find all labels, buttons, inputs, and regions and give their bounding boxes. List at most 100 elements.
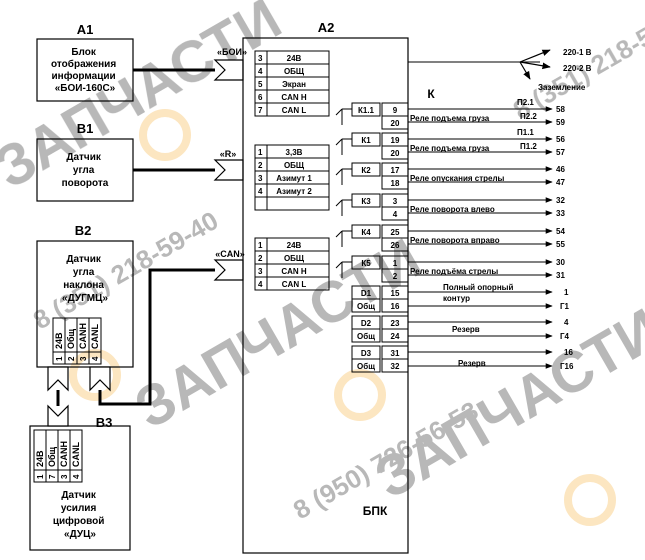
boi-table bbox=[254, 50, 330, 117]
unit-a2-name: БПК bbox=[363, 504, 388, 518]
output-pin: 16 bbox=[391, 302, 400, 311]
relay-name: К2 bbox=[361, 166, 371, 175]
relay-name: К4 bbox=[361, 228, 371, 237]
output-common-box bbox=[351, 328, 381, 343]
relay-output-terminal: 47 bbox=[556, 178, 565, 187]
unit-b2-box bbox=[36, 240, 134, 368]
output-pin: 32 bbox=[391, 362, 400, 371]
r-pin-label: ОБЩ bbox=[284, 161, 305, 170]
output-common: Общ bbox=[357, 302, 375, 311]
relay-output-terminal: 54 bbox=[556, 227, 565, 236]
relay-tag: П2.2 bbox=[520, 112, 537, 121]
unit-a1: А1 Блок отображения информации «БОИ-160С… bbox=[36, 22, 134, 102]
power-arrow-1 bbox=[519, 49, 551, 63]
harness bbox=[56, 68, 215, 406]
relay-pin: 3 bbox=[393, 197, 398, 206]
boi-pin-label: CAN H bbox=[281, 93, 307, 102]
wire-b2-can bbox=[98, 268, 215, 406]
boi-pin-label: Экран bbox=[282, 80, 306, 89]
unit-b1-id: В1 bbox=[77, 121, 94, 136]
connector-b2-right bbox=[89, 366, 111, 392]
connector-b2-left bbox=[47, 366, 69, 392]
boi-pin-label: CAN L bbox=[282, 106, 307, 115]
r-pin-label: 3,3В bbox=[286, 148, 303, 157]
relay-name: К3 bbox=[361, 197, 371, 206]
relay-pin: 18 bbox=[391, 179, 400, 188]
connector-can-label: «CAN» bbox=[215, 249, 245, 259]
relay-output-terminal: 33 bbox=[556, 209, 565, 218]
can-pin-number: 2 bbox=[258, 254, 263, 263]
r-pin-label: Азимут 2 bbox=[276, 187, 312, 196]
relay-output-terminal: 58 bbox=[556, 105, 565, 114]
relay-description: Реле поворота вправо bbox=[410, 236, 500, 245]
can-pin-label: CAN H bbox=[281, 267, 307, 276]
relay-output-terminal: 59 bbox=[556, 118, 565, 127]
relay-pin: 26 bbox=[391, 241, 400, 250]
relay-pin: 19 bbox=[391, 136, 400, 145]
r-pin-number: 1 bbox=[258, 148, 263, 157]
pin-number: 4 bbox=[91, 356, 100, 361]
unit-b3-title: Датчик усилия цифровой «ДУЦ» bbox=[53, 490, 107, 540]
output-name: D1 bbox=[361, 289, 372, 298]
ground-arrow bbox=[519, 61, 531, 80]
r-table bbox=[254, 144, 330, 211]
can-pin-number: 3 bbox=[258, 267, 263, 276]
ground-label: Заземление bbox=[538, 83, 586, 92]
power-v2: 220-2 В bbox=[563, 64, 592, 73]
connector-boi-label: «БОИ» bbox=[217, 47, 247, 57]
can-pin-label: CAN L bbox=[282, 280, 307, 289]
relay-output-terminal: 30 bbox=[556, 258, 565, 267]
can-pin-number: 1 bbox=[258, 241, 263, 250]
boi-pin-number: 4 bbox=[258, 67, 263, 76]
relay-pin: 1 bbox=[393, 259, 398, 268]
relay-output-terminal: 55 bbox=[556, 240, 565, 249]
output-terminal: Г4 bbox=[560, 332, 570, 341]
output-description: Резерв bbox=[458, 359, 486, 368]
connector-r-label: «R» bbox=[220, 149, 237, 159]
can-pin-number: 4 bbox=[258, 280, 263, 289]
watermark-logo bbox=[139, 109, 191, 161]
pin-label: 24В bbox=[54, 332, 64, 349]
r-pin-number: 4 bbox=[258, 187, 263, 196]
a2-connectors: «БОИ» «R» «CAN» bbox=[213, 47, 247, 281]
relay-pin: 2 bbox=[393, 272, 398, 281]
boi-pin-label: ОБЩ bbox=[284, 67, 305, 76]
watermark-logo bbox=[69, 349, 121, 401]
output-terminal: Г16 bbox=[560, 362, 574, 371]
unit-b2: В2 Датчик угла наклона «ДУГМЦ» 24В1Общ2C… bbox=[36, 223, 134, 392]
pin-label: CANH bbox=[78, 323, 88, 349]
power-arrow-2 bbox=[519, 61, 551, 70]
output-pin: 15 bbox=[391, 289, 400, 298]
connector-b3 bbox=[47, 404, 69, 427]
r-pin-number: 3 bbox=[258, 174, 263, 183]
output-common: Общ bbox=[357, 362, 375, 371]
unit-a2-id: А2 bbox=[318, 20, 335, 35]
pin-number: 3 bbox=[60, 474, 69, 479]
boi-pin-number: 5 bbox=[258, 80, 263, 89]
r-pin-label: Азимут 1 bbox=[276, 174, 312, 183]
pin-number: 2 bbox=[67, 356, 76, 361]
watermark-logo bbox=[334, 369, 386, 421]
pin-label: CANL bbox=[90, 324, 100, 349]
relay-pin: 17 bbox=[391, 166, 400, 175]
unit-a1-title: Блок отображения информации «БОИ-160С» bbox=[51, 47, 119, 94]
power-v1: 220-1 В bbox=[563, 48, 592, 57]
unit-b3-box bbox=[29, 425, 131, 551]
relay-pin: 20 bbox=[391, 119, 400, 128]
pin-label: 24В bbox=[35, 450, 45, 467]
can-pin-label: ОБЩ bbox=[284, 254, 305, 263]
output-pin: 24 bbox=[391, 332, 400, 341]
relay-pin: 9 bbox=[393, 106, 398, 115]
relay-name: К1 bbox=[361, 136, 371, 145]
relay-name: К5 bbox=[361, 259, 371, 268]
